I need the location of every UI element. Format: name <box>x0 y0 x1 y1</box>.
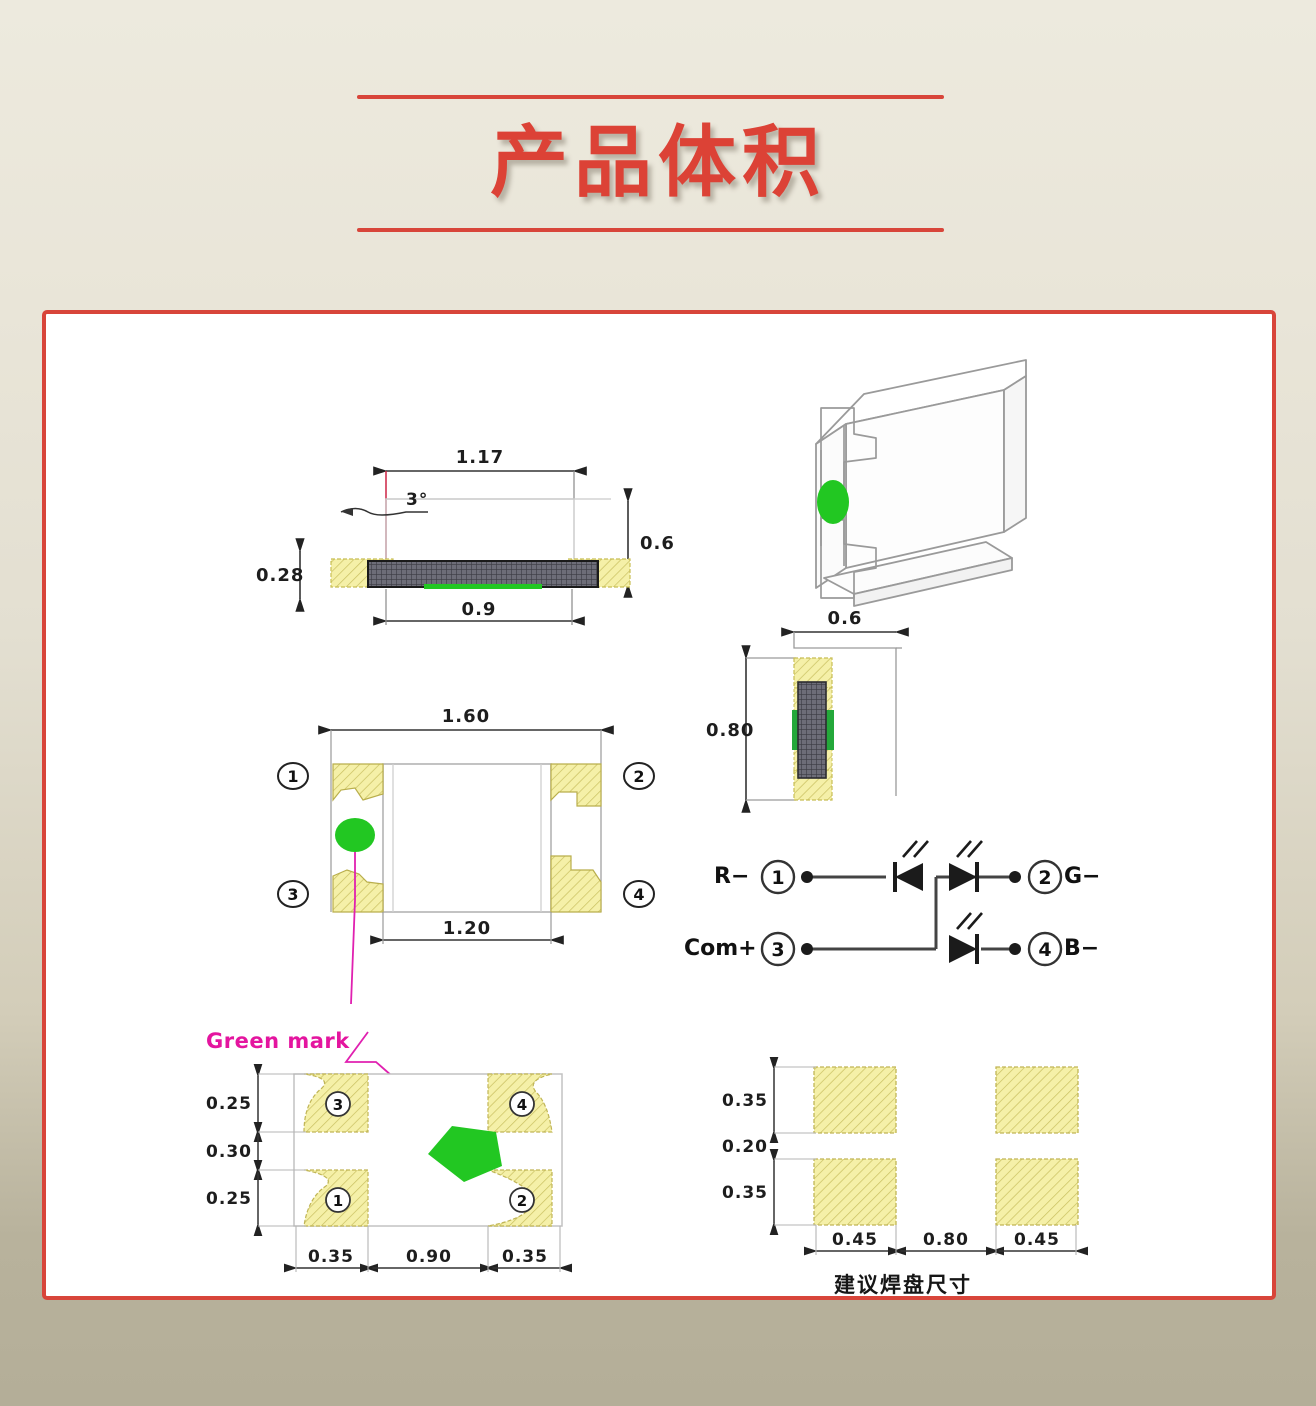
svg-text:0.35: 0.35 <box>722 1091 768 1111</box>
pin-label-2 <box>623 762 655 790</box>
circuit-node-label-r: R− <box>714 864 750 889</box>
svg-text:0.6: 0.6 <box>640 533 675 554</box>
svg-text:1: 1 <box>333 1192 343 1210</box>
svg-text:0.35: 0.35 <box>722 1183 768 1203</box>
circuit-node-label-g: G− <box>1064 864 1101 889</box>
svg-text:2: 2 <box>1038 867 1051 889</box>
green-mark-label: Green mark <box>206 1029 350 1053</box>
green-mark-polygon <box>428 1126 502 1182</box>
green-mark-dot-top <box>335 818 375 852</box>
svg-text:0.35: 0.35 <box>502 1247 548 1267</box>
svg-text:0.20: 0.20 <box>722 1137 768 1157</box>
svg-text:1.20: 1.20 <box>443 918 491 939</box>
svg-text:3: 3 <box>771 939 784 961</box>
circuit-pin-2 <box>1027 859 1063 895</box>
pin-label-3 <box>277 880 309 908</box>
svg-text:2: 2 <box>517 1192 527 1210</box>
svg-text:4: 4 <box>1038 939 1051 961</box>
svg-text:0.6: 0.6 <box>828 608 863 629</box>
svg-text:1.17: 1.17 <box>456 447 504 468</box>
svg-text:0.25: 0.25 <box>206 1189 252 1209</box>
svg-text:2: 2 <box>633 767 644 786</box>
svg-text:1.60: 1.60 <box>442 706 490 727</box>
diagram-stage: 1.17 3° 0.6 0.28 0.9 <box>46 314 1272 1297</box>
svg-text:4: 4 <box>633 885 644 904</box>
title-rule-bottom <box>357 228 944 232</box>
pin-label-4 <box>623 880 655 908</box>
side-view-drawing: 1.17 3° 0.6 0.28 0.9 <box>256 447 675 626</box>
led-circuit-diagram: 1 3 2 4 <box>760 840 1063 967</box>
circuit-pin-4 <box>1027 931 1063 967</box>
circuit-pin-3 <box>760 931 796 967</box>
green-mark-dot-3d <box>817 480 849 524</box>
title-rule-top <box>357 95 944 99</box>
circuit-node-label-b: B− <box>1064 936 1100 961</box>
svg-text:1: 1 <box>287 767 298 786</box>
top-view-drawing: 1.60 1 3 2 <box>277 706 655 1005</box>
svg-text:0.90: 0.90 <box>406 1247 452 1267</box>
svg-text:0.28: 0.28 <box>256 565 304 586</box>
svg-text:0.80: 0.80 <box>923 1230 969 1250</box>
svg-text:3: 3 <box>287 885 298 904</box>
svg-text:1: 1 <box>771 867 784 889</box>
pin-label-1 <box>277 762 309 790</box>
svg-text:4: 4 <box>517 1096 527 1114</box>
svg-text:3°: 3° <box>406 490 428 510</box>
page-header: 产品体积 <box>0 0 1316 300</box>
svg-text:0.9: 0.9 <box>462 599 497 620</box>
isometric-3d-view <box>815 359 1027 607</box>
svg-text:0.45: 0.45 <box>1014 1230 1060 1250</box>
circuit-pin-1 <box>760 859 796 895</box>
svg-text:0.30: 0.30 <box>206 1142 252 1162</box>
end-view-drawing: 0.6 0.80 <box>706 608 909 813</box>
svg-text:0.80: 0.80 <box>706 720 754 741</box>
page-title: 产品体积 <box>489 118 826 208</box>
svg-text:0.35: 0.35 <box>308 1247 354 1267</box>
footprint-caption: 建议焊盘尺寸 <box>834 1273 972 1297</box>
circuit-node-label-com: Com+ <box>684 936 757 961</box>
svg-text:0.25: 0.25 <box>206 1094 252 1114</box>
bottom-view-drawing: 3 4 1 2 0.25 0.30 0.25 <box>206 1031 572 1273</box>
svg-text:0.45: 0.45 <box>832 1230 878 1250</box>
footprint-drawing: 0.35 0.20 0.35 0.45 0.80 0.45 <box>722 1057 1088 1256</box>
diagram-card: 1.17 3° 0.6 0.28 0.9 <box>42 310 1276 1300</box>
svg-text:3: 3 <box>333 1096 343 1114</box>
